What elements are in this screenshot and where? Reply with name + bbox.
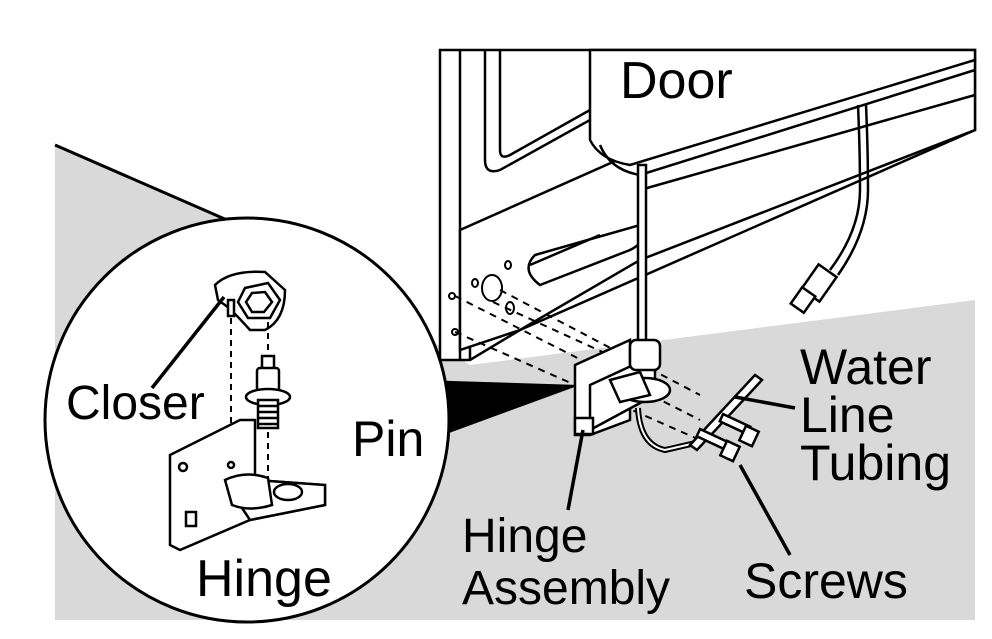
leader-closer-inner [150, 295, 226, 390]
closer-label: Closer [66, 377, 205, 430]
water-tubing [828, 104, 870, 276]
hinge-assembly-label-line1: Hinge [462, 510, 588, 563]
water-line-tubing-segment [688, 373, 764, 452]
leader-screws [738, 464, 792, 556]
door-label: Door [620, 52, 733, 110]
water-line-tubing-label-line1: Water [800, 339, 932, 395]
tubing-fitting [788, 262, 839, 315]
water-line-tubing-label-line3: Tubing [800, 435, 952, 491]
screws [695, 412, 761, 463]
hinge-part [168, 418, 327, 552]
cabinet-panel-recess [483, 50, 591, 173]
hinge-assembly-label-line2: Assembly [462, 562, 671, 615]
leader-water [734, 395, 796, 410]
pin-label: Pin [352, 411, 425, 467]
door-rod [636, 163, 648, 347]
water-line-tubing-label: Water Line Tubing [800, 339, 952, 491]
floor-edge-line [54, 143, 251, 232]
pin-part [244, 354, 292, 430]
hinge-assembly-label: Hinge Assembly [462, 511, 670, 615]
water-line-tubing-label-line2: Line [800, 387, 895, 443]
closer-part [213, 270, 287, 332]
hinge-label: Hinge [196, 550, 332, 608]
leader-hinge-assembly [566, 429, 585, 511]
screws-label: Screws [744, 553, 908, 609]
hinge-assembly [573, 338, 701, 454]
magnifier-wedge [420, 380, 580, 440]
